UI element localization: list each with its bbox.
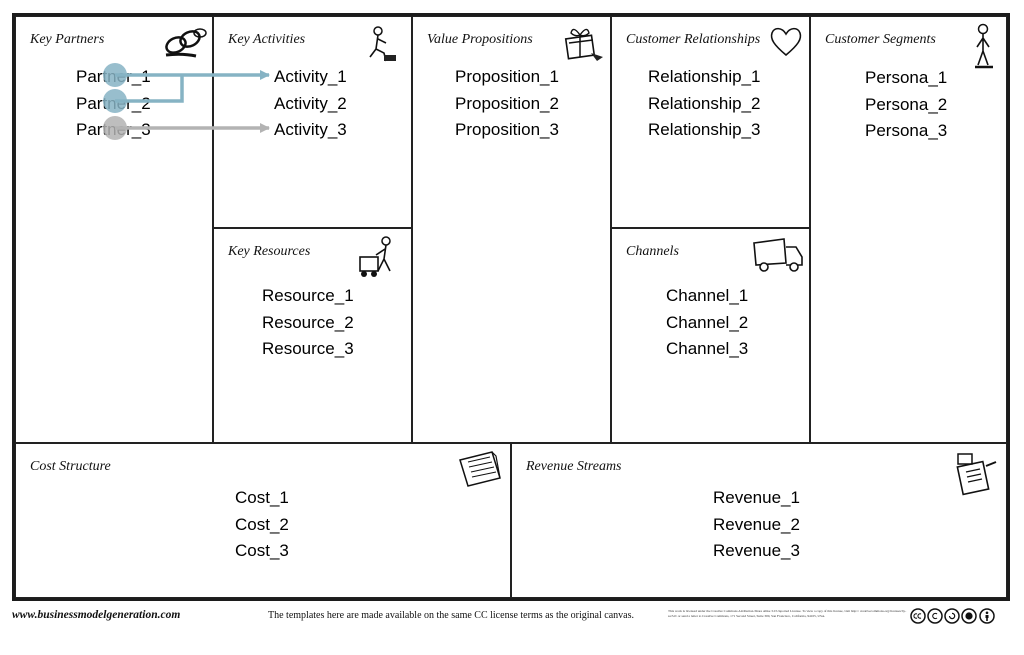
- relationship-item: Relationship_1: [648, 67, 761, 86]
- cc-license-icons: [910, 608, 995, 624]
- key-activities-title: Key Activities: [228, 32, 306, 47]
- partner-2-to-activity-1-arrow: [115, 75, 184, 103]
- customer-relationships-title: Customer Relationships: [626, 32, 761, 47]
- gift-box-icon: [564, 28, 603, 61]
- receipt-icon: [459, 451, 501, 487]
- value-propositions-list: Proposition_1 Proposition_2 Proposition_…: [455, 64, 559, 144]
- channel-item: Channel_2: [666, 312, 749, 332]
- footer-license-note: The templates here are made available on…: [268, 610, 634, 621]
- persona-item: Persona_3: [865, 121, 948, 140]
- chain-link-icon: [165, 28, 207, 58]
- key-activities-cell: Key Activities Activity_1 Activity_2 Act…: [213, 16, 412, 228]
- copyright-icon: [927, 608, 943, 624]
- channels-list: Channel_1 Channel_2 Channel_3: [666, 283, 748, 363]
- proposition-item: Proposition_2: [455, 93, 559, 113]
- revenue-streams-list: Revenue_1 Revenue_2 Revenue_3: [713, 485, 800, 565]
- revenue-streams-cell: Revenue Streams Revenue_1 Revenue_2 Reve…: [511, 443, 1007, 598]
- key-activities-list: Activity_1 Activity_2 Activity_3: [274, 64, 347, 144]
- persona-item: Persona_1: [865, 68, 948, 87]
- value-propositions-title: Value Propositions: [427, 32, 533, 47]
- channels-title: Channels: [626, 244, 679, 259]
- revenue-streams-title: Revenue Streams: [526, 459, 622, 474]
- cash-register-icon: [956, 453, 997, 496]
- activity-item: Activity_1: [274, 67, 347, 86]
- footer-license-fineprint: This work is licensed under the Creative…: [668, 609, 907, 618]
- activity-item: Activity_2: [274, 93, 347, 113]
- revenue-item: Revenue_1: [713, 488, 800, 507]
- attribution-icon: [979, 608, 995, 624]
- persona-item: Persona_2: [865, 94, 948, 114]
- channel-item: Channel_3: [666, 339, 749, 358]
- connection-arrows: [103, 63, 270, 140]
- key-resources-title: Key Resources: [228, 244, 311, 259]
- resource-item: Resource_1: [262, 286, 354, 305]
- revenue-item: Revenue_3: [713, 541, 800, 560]
- customer-segments-title: Customer Segments: [825, 32, 936, 47]
- proposition-item: Proposition_3: [455, 120, 559, 139]
- share-alike-icon: [944, 608, 960, 624]
- truck-icon: [753, 238, 803, 272]
- key-resources-list: Resource_1 Resource_2 Resource_3: [262, 283, 354, 363]
- noncommercial-icon: [961, 608, 977, 624]
- worker-kneeling-icon: [369, 26, 396, 62]
- cost-structure-title: Cost Structure: [30, 459, 111, 474]
- relationship-item: Relationship_2: [648, 93, 761, 113]
- cost-structure-list: Cost_1 Cost_2 Cost_3: [235, 485, 289, 565]
- key-partners-title: Key Partners: [30, 32, 105, 47]
- cc-icon: [910, 608, 926, 624]
- customer-relationships-cell: Customer Relationships Relationship_1 Re…: [611, 16, 810, 228]
- cost-item: Cost_1: [235, 488, 289, 507]
- customer-relationships-list: Relationship_1 Relationship_2 Relationsh…: [648, 64, 760, 144]
- worker-pushing-icon: [359, 236, 391, 277]
- key-resources-cell: Key Resources Resource_1 Resource_2 Reso…: [213, 228, 412, 443]
- customer-segments-cell: Customer Segments Persona_1 Persona_2 Pe…: [810, 16, 1007, 443]
- resource-item: Resource_2: [262, 312, 354, 332]
- revenue-item: Revenue_2: [713, 514, 800, 534]
- proposition-item: Proposition_1: [455, 67, 559, 86]
- channels-cell: Channels Channel_1 Channel_2 Channel_3: [611, 228, 810, 443]
- cost-structure-cell: Cost Structure Cost_1 Cost_2 Cost_3: [15, 443, 511, 598]
- person-icon: [975, 23, 993, 69]
- resource-item: Resource_3: [262, 339, 354, 358]
- value-propositions-cell: Value Propositions Proposition_1 Proposi…: [412, 16, 611, 443]
- activity-item: Activity_3: [274, 120, 347, 139]
- customer-segments-list: Persona_1 Persona_2 Persona_3: [865, 65, 947, 145]
- heart-icon: [770, 27, 802, 57]
- business-model-canvas: Key Partners Partner_1 Partner_2 Partner…: [12, 13, 1010, 601]
- footer-website-link[interactable]: www.businessmodelgeneration.com: [12, 609, 181, 621]
- relationship-item: Relationship_3: [648, 120, 761, 139]
- cost-item: Cost_2: [235, 514, 289, 534]
- channel-item: Channel_1: [666, 286, 749, 305]
- cost-item: Cost_3: [235, 541, 289, 560]
